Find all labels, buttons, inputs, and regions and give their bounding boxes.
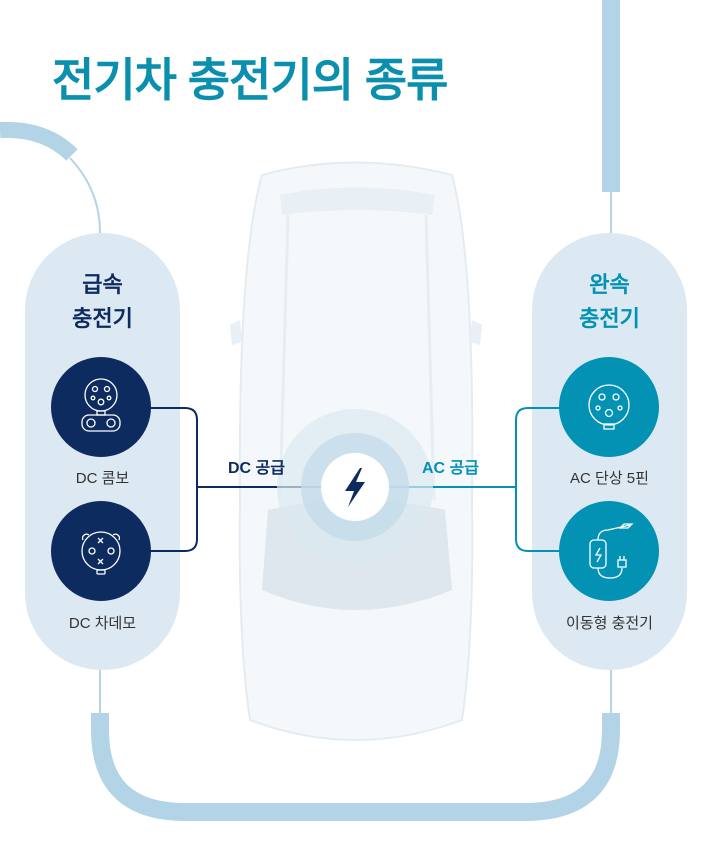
slow-heading-line1: 완속 — [589, 272, 630, 297]
fast-heading-line1: 급속 — [82, 272, 123, 297]
dc-chademo-icon — [51, 501, 151, 601]
fast-charger-heading: 급속 충전기 — [25, 268, 180, 336]
dc-combo-label: DC 콤보 — [75, 470, 130, 487]
lightning-icon — [345, 468, 365, 507]
fast-heading-line2: 충전기 — [72, 306, 133, 331]
ac-5pin-icon — [559, 357, 659, 457]
frame-arcs — [0, 0, 620, 821]
page-title: 전기차 충전기의 종류 — [52, 54, 448, 106]
slow-heading-line2: 충전기 — [579, 306, 640, 331]
ac-5pin-label: AC 단상 5핀 — [570, 470, 649, 487]
dc-combo-icon — [51, 357, 151, 457]
portable-charger-icon — [559, 501, 659, 601]
dc-chademo-label: DC 차데모 — [68, 615, 137, 632]
portable-charger-label: 이동형 충전기 — [566, 615, 653, 632]
ac-supply-label: AC 공급 — [422, 460, 479, 477]
slow-charger-heading: 완속 충전기 — [532, 268, 687, 336]
dc-supply-label: DC 공급 — [228, 460, 285, 477]
